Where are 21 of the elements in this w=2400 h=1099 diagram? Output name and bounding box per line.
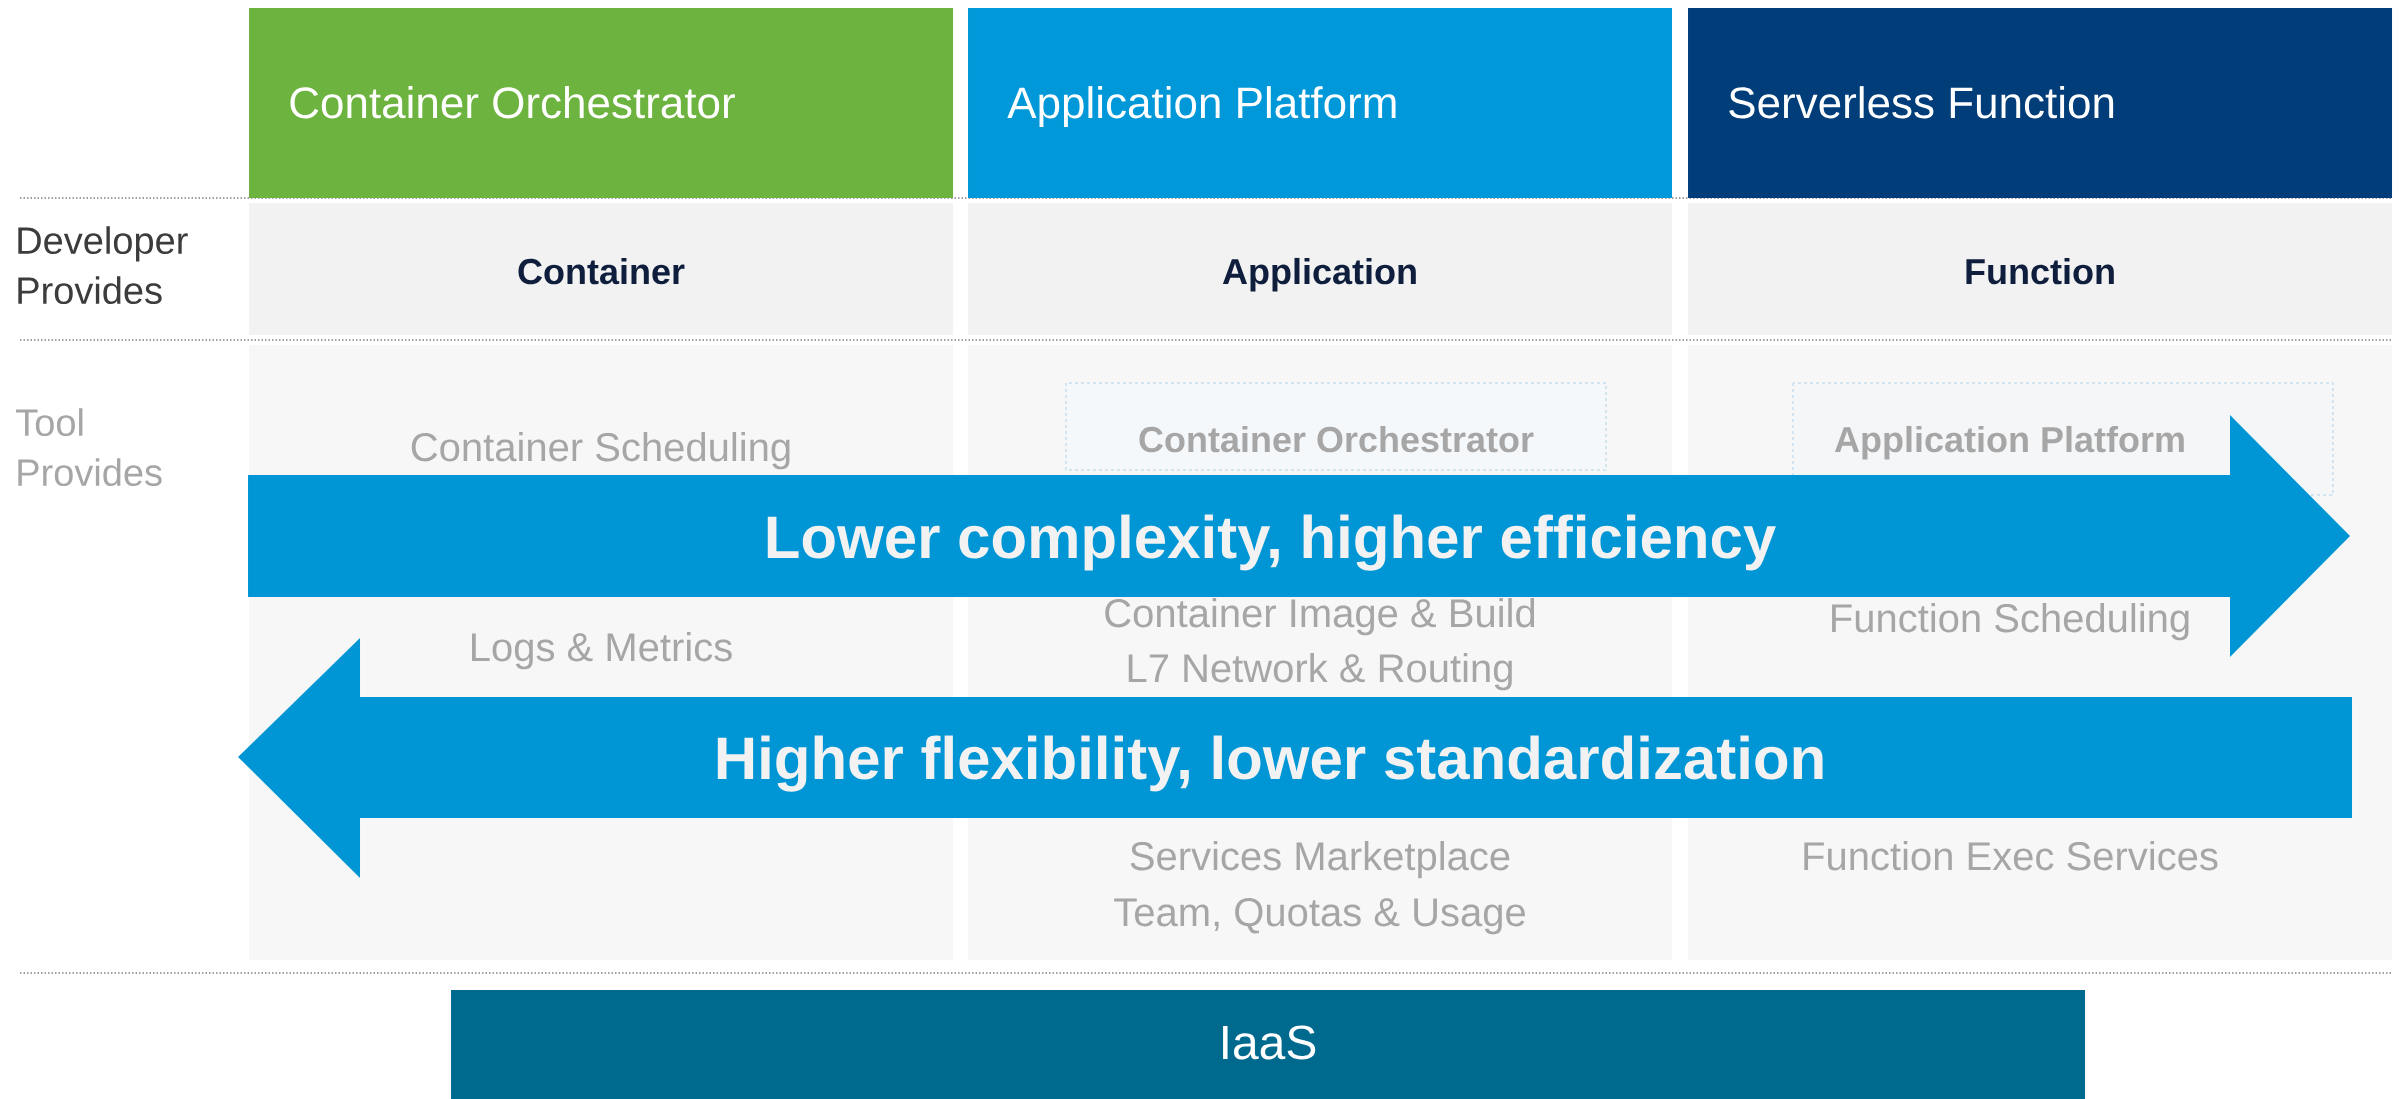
header-text: Application Platform bbox=[1007, 86, 1396, 128]
header-text: Container Orchestrator bbox=[290, 86, 735, 119]
box-title: Container Orchestrator bbox=[1139, 425, 1534, 453]
cell-text: Container bbox=[518, 257, 685, 285]
feature-text: Logs & Metrics bbox=[472, 632, 732, 670]
cell-text: Application bbox=[1222, 257, 1416, 292]
row-label: Tool Provides bbox=[16, 408, 162, 487]
cell-text: Function bbox=[1966, 257, 2114, 285]
feature-text: Team, Quotas & Usage bbox=[1114, 898, 1525, 935]
feature-text: Function Scheduling bbox=[1832, 603, 2189, 641]
feature-text: Function Exec Services bbox=[1804, 841, 2218, 871]
feature-text: Services Marketplace bbox=[1130, 841, 1510, 879]
arrow-text: Higher flexibility, lower standardization bbox=[717, 735, 1823, 792]
arrow-text: Lower complexity, higher efficiency bbox=[767, 514, 1776, 571]
row-label: Developer Provides bbox=[18, 226, 188, 305]
feature-text: Container Scheduling bbox=[411, 432, 790, 470]
box-title: Application Platform bbox=[1834, 425, 2184, 460]
feature-text: Container Image & Build bbox=[1105, 598, 1535, 636]
feature-text: L7 Network & Routing bbox=[1128, 653, 1512, 691]
header-text: Serverless Function bbox=[1729, 86, 2114, 119]
bar-text: IaaS bbox=[1223, 1025, 1316, 1060]
